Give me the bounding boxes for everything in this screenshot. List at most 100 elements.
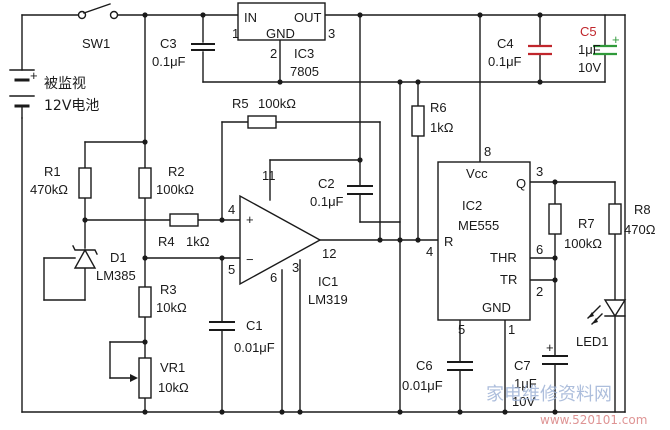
timer-ic2: Vcc 8 Q 3 IC2 ME555 R 4 THR 6 TR 2 GND 5… — [426, 144, 543, 337]
ic3-pin2: 2 — [270, 46, 277, 61]
c5-value: 1μF — [578, 42, 601, 57]
ic2-name: IC2 — [462, 198, 482, 213]
resistor-r4: R4 1kΩ — [158, 213, 210, 249]
c2-name: C2 — [318, 176, 335, 191]
r2-name: R2 — [168, 164, 185, 179]
r8-name: R8 — [634, 202, 651, 217]
capacitor-c1: C1 0.01μF — [209, 318, 275, 355]
capacitor-c4: C4 0.1μF — [488, 36, 552, 69]
r4-value: 1kΩ — [186, 234, 210, 249]
r1-value: 470kΩ — [30, 182, 68, 197]
junction-dots — [82, 12, 558, 415]
ic2-r-label: R — [444, 234, 453, 249]
c3-value: 0.1μF — [152, 54, 186, 69]
ic1-pin6: 6 — [270, 270, 277, 285]
ic2-pin1: 1 — [508, 322, 515, 337]
r5-name: R5 — [232, 96, 249, 111]
d1-name: D1 — [110, 250, 127, 265]
resistor-r1: R1 470kΩ — [30, 164, 92, 199]
potentiometer-vr1: VR1 10kΩ — [130, 357, 189, 399]
r1-name: R1 — [44, 164, 61, 179]
c4-name: C4 — [497, 36, 514, 51]
ic1-pin11: 11 — [262, 168, 276, 183]
comparator-ic1: + − 4 5 11 12 3 6 IC1 LM319 — [228, 168, 348, 307]
ic2-pin2: 2 — [536, 284, 543, 299]
r4-name: R4 — [158, 234, 175, 249]
battery: + 被监视 12V电池 — [9, 68, 99, 119]
vr1-name: VR1 — [160, 360, 185, 375]
ic2-pin5: 5 — [458, 322, 465, 337]
r7-name: R7 — [578, 216, 595, 231]
resistor-r2: R2 100kΩ — [138, 164, 194, 199]
ic3-pin1: 1 — [232, 26, 239, 41]
ic2-pin4: 4 — [426, 244, 433, 259]
resistor-r5: R5 100kΩ — [232, 96, 296, 129]
ic1-minus-input: − — [246, 252, 254, 267]
ic3-in-label: IN — [244, 10, 257, 25]
ic2-tr-label: TR — [500, 272, 517, 287]
switch-sw1: SW1 — [77, 3, 119, 51]
ic2-gnd-label: GND — [482, 300, 511, 315]
led1-name: LED1 — [576, 334, 609, 349]
ic1-pin5: 5 — [228, 262, 235, 277]
resistor-r3: R3 10kΩ — [138, 282, 187, 318]
battery-label-line2: 12V电池 — [44, 98, 99, 114]
r5-value: 100kΩ — [258, 96, 296, 111]
ic1-name: IC1 — [318, 274, 338, 289]
ic3-name: IC3 — [294, 46, 314, 61]
c7-value: 1μF — [514, 376, 537, 391]
watermark-url: www.520101.com — [540, 413, 647, 427]
ic1-part: LM319 — [308, 292, 348, 307]
c3-name: C3 — [160, 36, 177, 51]
ic2-thr-label: THR — [490, 250, 517, 265]
ic3-part: 7805 — [290, 64, 319, 79]
resistor-r7: R7 100kΩ — [548, 203, 602, 251]
r7-value: 100kΩ — [564, 236, 602, 251]
watermark: 家电维修资料网 www.520101.com — [486, 384, 647, 427]
c5-voltage: 10V — [578, 60, 601, 75]
wires — [21, 14, 626, 413]
c7-voltage: 10V — [512, 394, 535, 409]
vr1-value: 10kΩ — [158, 380, 189, 395]
ic1-pin3: 3 — [292, 260, 299, 275]
ic2-q-label: Q — [516, 176, 526, 191]
resistor-r8: R8 470Ω — [608, 202, 656, 237]
ic3-pin3: 3 — [328, 26, 335, 41]
ic2-part: ME555 — [458, 218, 499, 233]
c6-value: 0.01μF — [402, 378, 443, 393]
sw1-label: SW1 — [82, 36, 110, 51]
resistor-r6: R6 1kΩ — [411, 100, 454, 137]
c7-plus: + — [546, 340, 554, 355]
led-led1: LED1 — [576, 299, 627, 349]
ic1-pin12: 12 — [322, 246, 336, 261]
c7-name: C7 — [514, 358, 531, 373]
d1-part: LM385 — [96, 268, 136, 283]
capacitor-c3: C3 0.1μF — [152, 36, 215, 69]
capacitor-c2: C2 0.1μF — [310, 176, 373, 209]
r2-value: 100kΩ — [156, 182, 194, 197]
ic1-plus-input: + — [246, 212, 254, 227]
r6-name: R6 — [430, 100, 447, 115]
capacitor-c7: + C7 1μF 10V — [512, 340, 568, 409]
r8-value: 470Ω — [624, 222, 656, 237]
battery-plus-sign: + — [30, 68, 38, 83]
ic3-out-label: OUT — [294, 10, 322, 25]
watermark-text: 家电维修资料网 — [486, 384, 612, 405]
battery-label-line1: 被监视 — [44, 76, 86, 92]
ic2-pin6: 6 — [536, 242, 543, 257]
ic2-vcc-label: Vcc — [466, 166, 488, 181]
capacitor-c6: C6 0.01μF — [402, 358, 473, 393]
regulator-ic3: IN OUT GND 1 2 3 IC3 7805 — [232, 2, 335, 79]
c1-name: C1 — [246, 318, 263, 333]
ic3-gnd-label: GND — [266, 26, 295, 41]
diode-d1: D1 LM385 — [72, 245, 136, 283]
r3-name: R3 — [160, 282, 177, 297]
ic1-pin4: 4 — [228, 202, 235, 217]
c2-value: 0.1μF — [310, 194, 344, 209]
c1-value: 0.01μF — [234, 340, 275, 355]
c5-name: C5 — [580, 24, 597, 39]
r6-value: 1kΩ — [430, 120, 454, 135]
c4-value: 0.1μF — [488, 54, 522, 69]
